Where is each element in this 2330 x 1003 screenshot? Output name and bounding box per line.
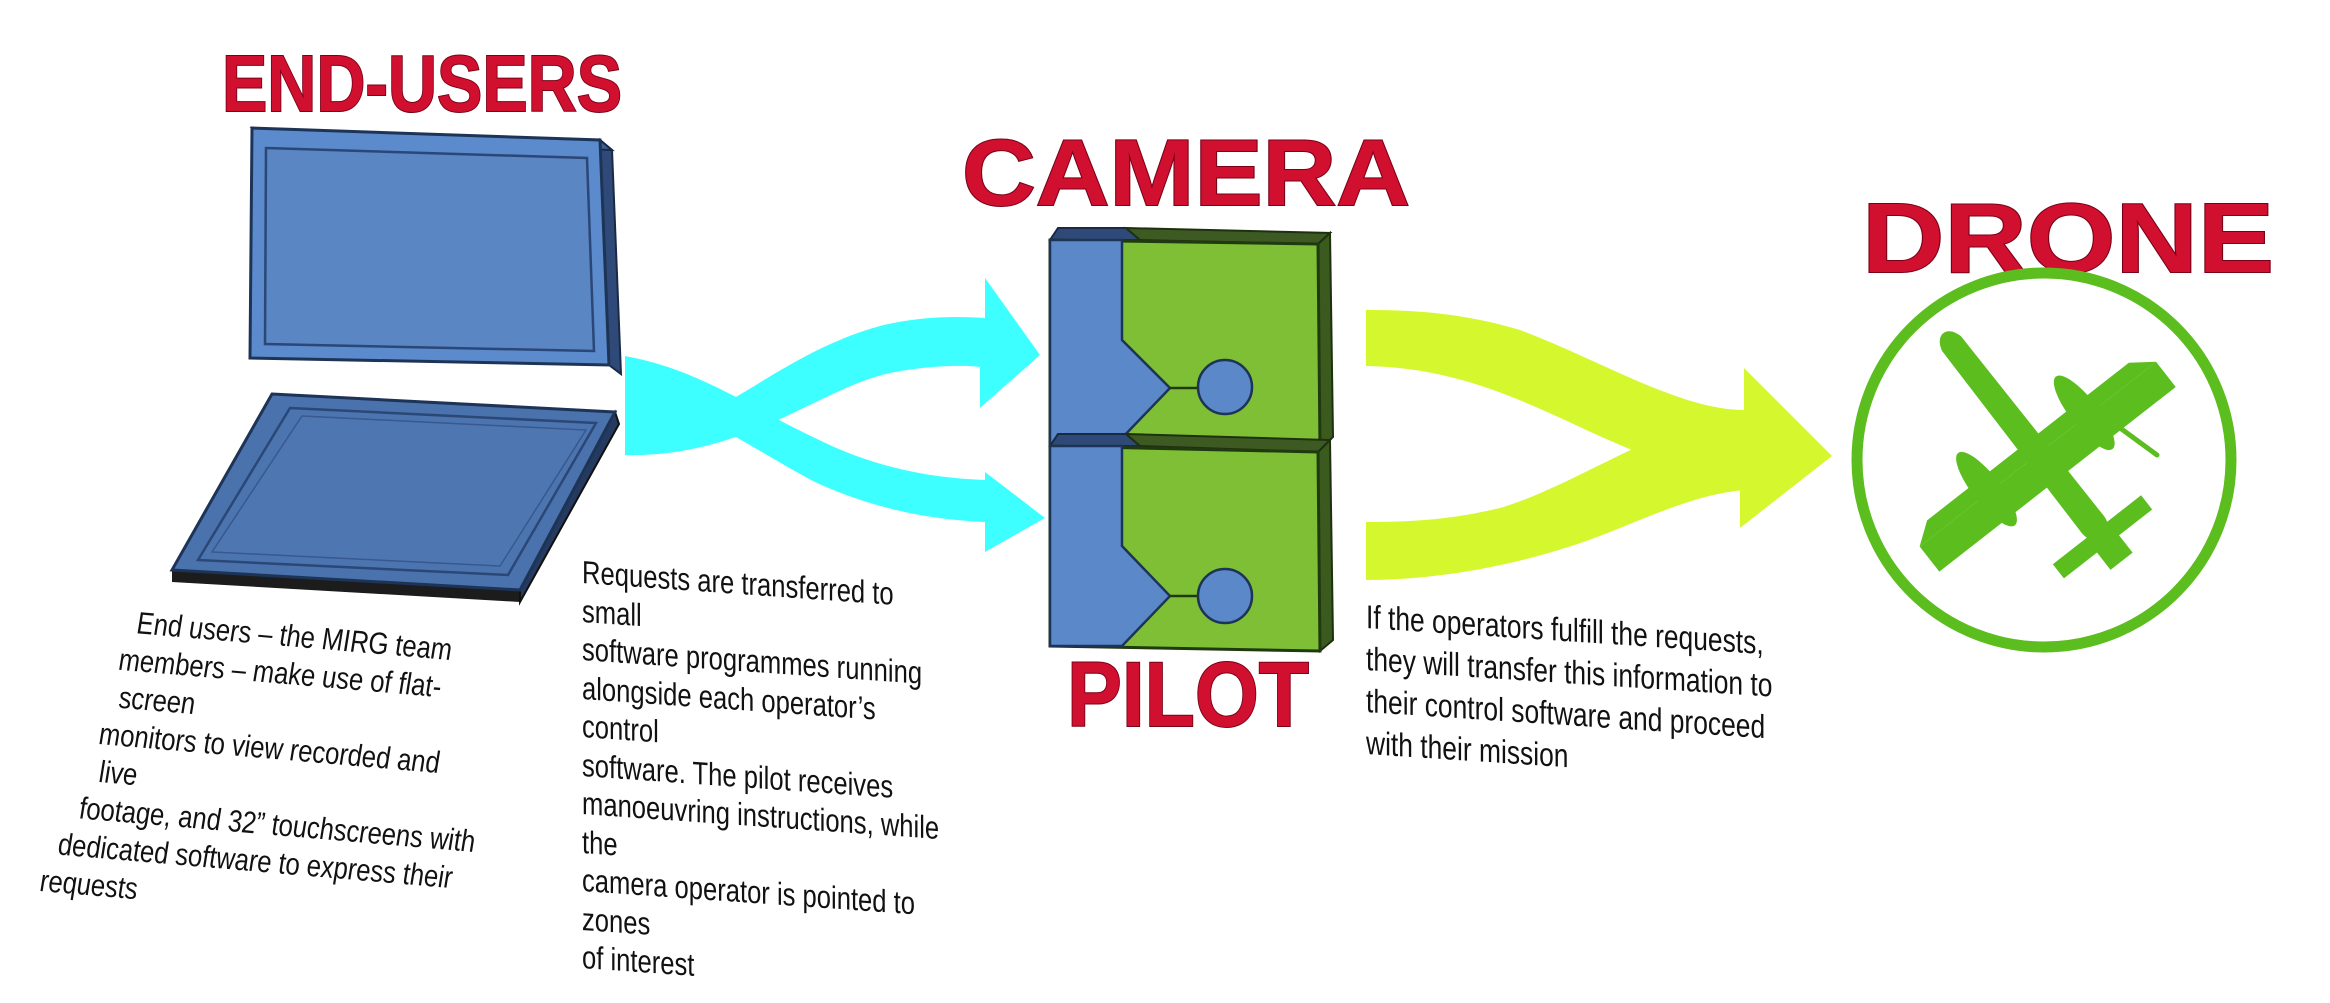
camera-module-icon	[1048, 226, 1335, 452]
propeller-lines	[2069, 385, 2160, 458]
pilot-module-icon	[1048, 432, 1335, 654]
drone-badge	[1851, 267, 2237, 653]
caption-transfer: Requests are transferred to small softwa…	[582, 553, 958, 1003]
heading-end-users: END-USERS	[222, 39, 622, 128]
caption-end-users: End users – the MIRG team members – make…	[40, 596, 483, 938]
flow-diagram: END-USERS CAMERA PILOT DRONE	[169, 38, 2275, 747]
heading-camera: CAMERA	[962, 120, 1410, 225]
lime-merge-arrow	[1366, 310, 1832, 580]
heading-pilot: PILOT	[1067, 644, 1309, 746]
cyan-split-arrow	[625, 278, 1045, 552]
laptop-monitor-icon	[169, 126, 623, 606]
caption-fulfill: If the operators fulfill the requests, t…	[1366, 596, 1790, 792]
